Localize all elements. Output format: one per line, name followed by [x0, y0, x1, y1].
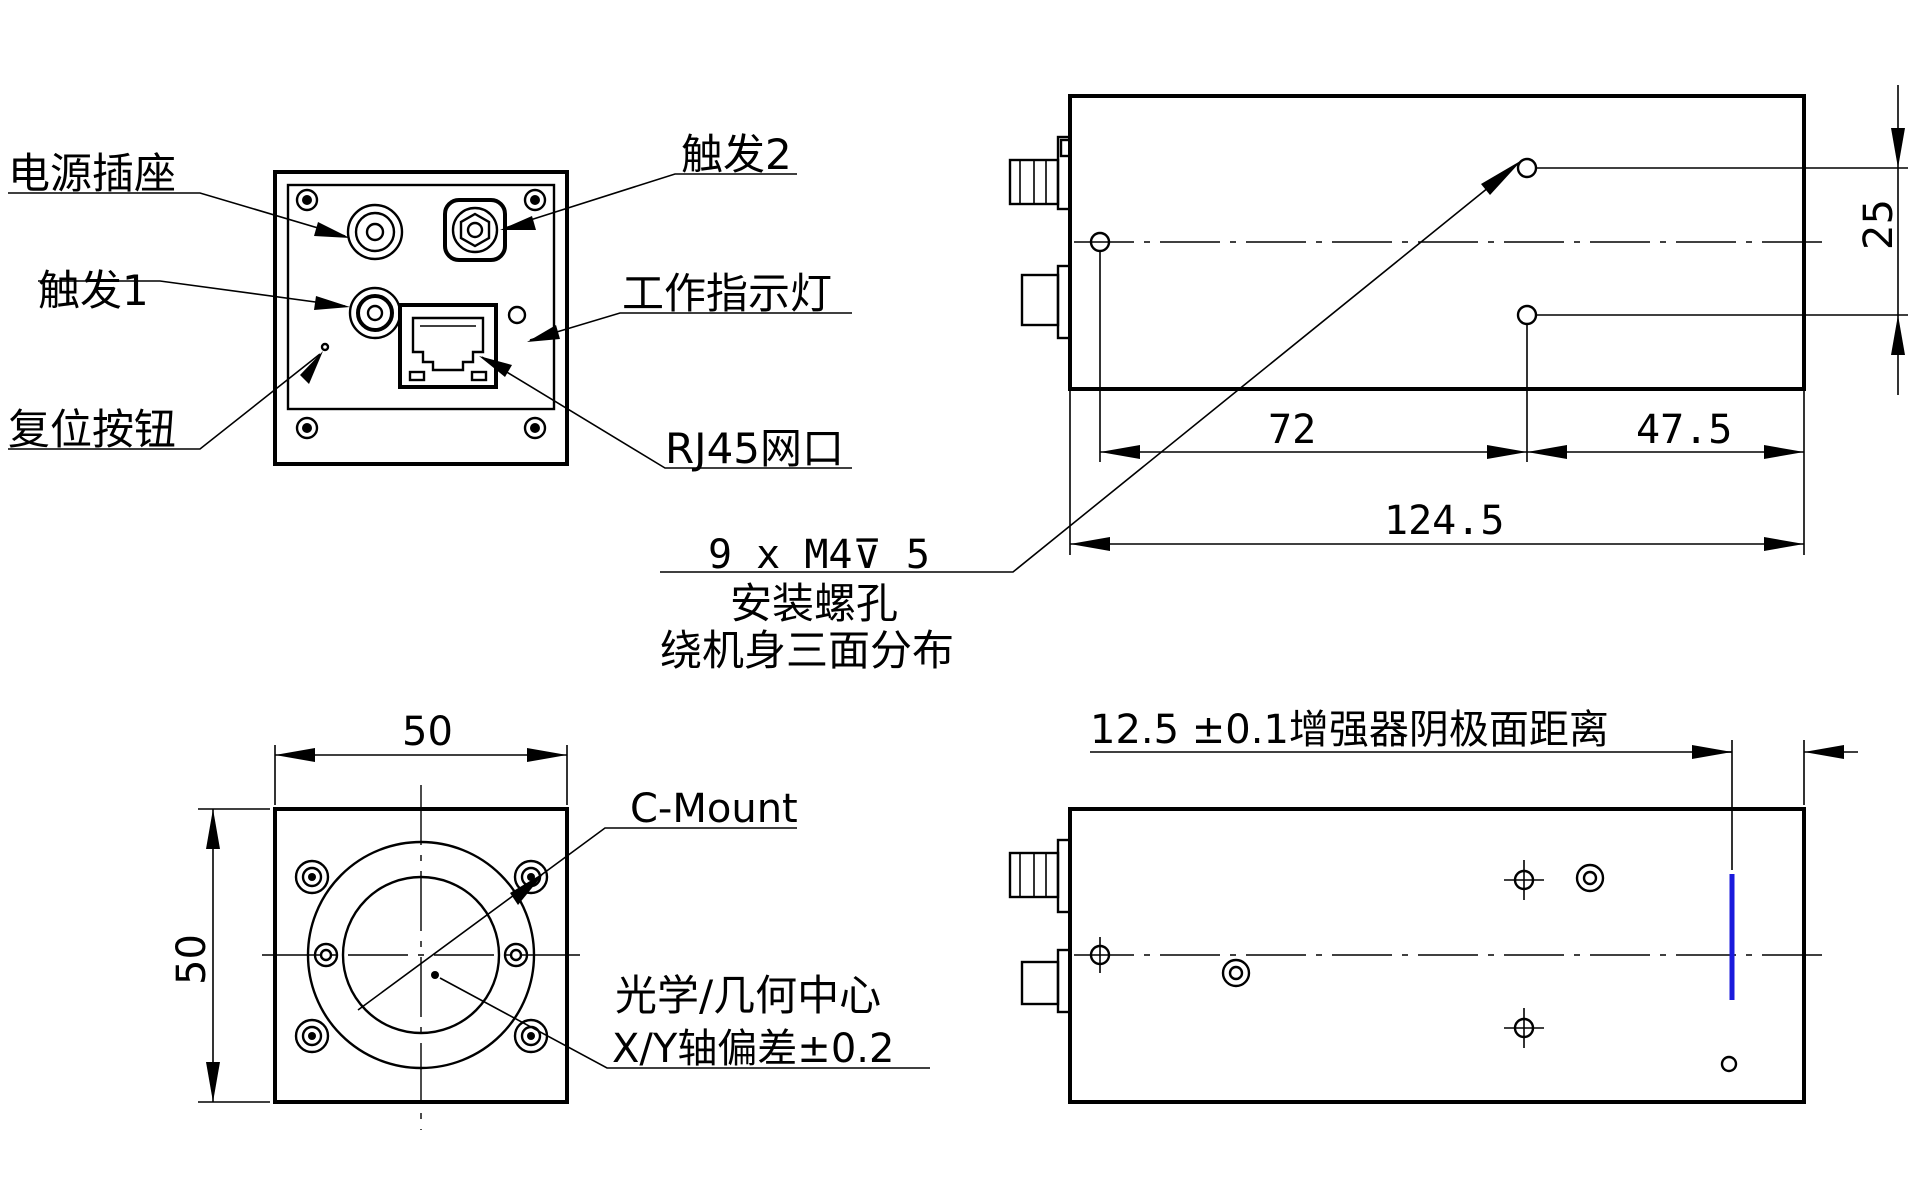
trigger2-connector-icon [443, 198, 507, 262]
rear-panel [286, 183, 556, 411]
dim-25: 25 [1856, 199, 1902, 250]
rear-view: 电源插座 触发1 复位按钮 触发2 工作指示灯 RJ45网口 [8, 130, 852, 473]
corner-screw-icons [295, 188, 547, 440]
mount-hole-icon [1516, 304, 1538, 326]
screw-spec-label: 9 x M4⊽ 5 [708, 532, 930, 578]
cathode-distance-label: 12.5 ±0.1增强器阴极面距离 [1090, 707, 1609, 753]
screw-desc-2: 绕机身三面分布 [660, 626, 954, 675]
trigger1-label: 触发1 [38, 266, 149, 315]
reset-button-label: 复位按钮 [8, 405, 176, 454]
reset-button-icon [320, 342, 330, 352]
center-label-1: 光学/几何中心 [615, 971, 881, 1020]
power-socket-icon [346, 203, 404, 261]
dim-72: 72 [1268, 407, 1316, 453]
rj45-port-icon [398, 303, 498, 389]
mount-hole-icon [1516, 157, 1538, 179]
top-connector-icons [1008, 135, 1072, 340]
status-light-label: 工作指示灯 [622, 269, 832, 318]
side-mount-hole-icons [1089, 860, 1738, 1073]
trigger2-label: 触发2 [681, 130, 792, 179]
rj45-label: RJ45网口 [665, 424, 844, 473]
dim-height-50: 50 [169, 934, 215, 985]
screw-desc-1: 安装螺孔 [730, 579, 898, 628]
status-light-icon [507, 305, 527, 325]
front-view: 50 50 C-Mount 光学/几何中心 X/Y轴偏差±0.2 [169, 709, 930, 1130]
trigger1-connector-icon [348, 286, 402, 340]
side-connector-icons [1008, 838, 1072, 1014]
rear-housing [273, 170, 569, 466]
dim-124-5: 124.5 [1384, 498, 1504, 544]
center-label-2: X/Y轴偏差±0.2 [612, 1026, 894, 1072]
c-mount-label: C-Mount [630, 786, 798, 832]
front-screw-icons [294, 859, 549, 1054]
power-socket-label: 电源插座 [8, 149, 176, 198]
mount-hole-icon [1089, 231, 1111, 253]
top-view: 25 72 47.5 124.5 9 x M4⊽ 5 安装螺孔 绕机身三面分布 [660, 85, 1908, 675]
dim-47-5: 47.5 [1636, 407, 1732, 453]
dim-width-50: 50 [402, 709, 453, 755]
side-view: 12.5 ±0.1增强器阴极面距离 [1008, 707, 1858, 1104]
